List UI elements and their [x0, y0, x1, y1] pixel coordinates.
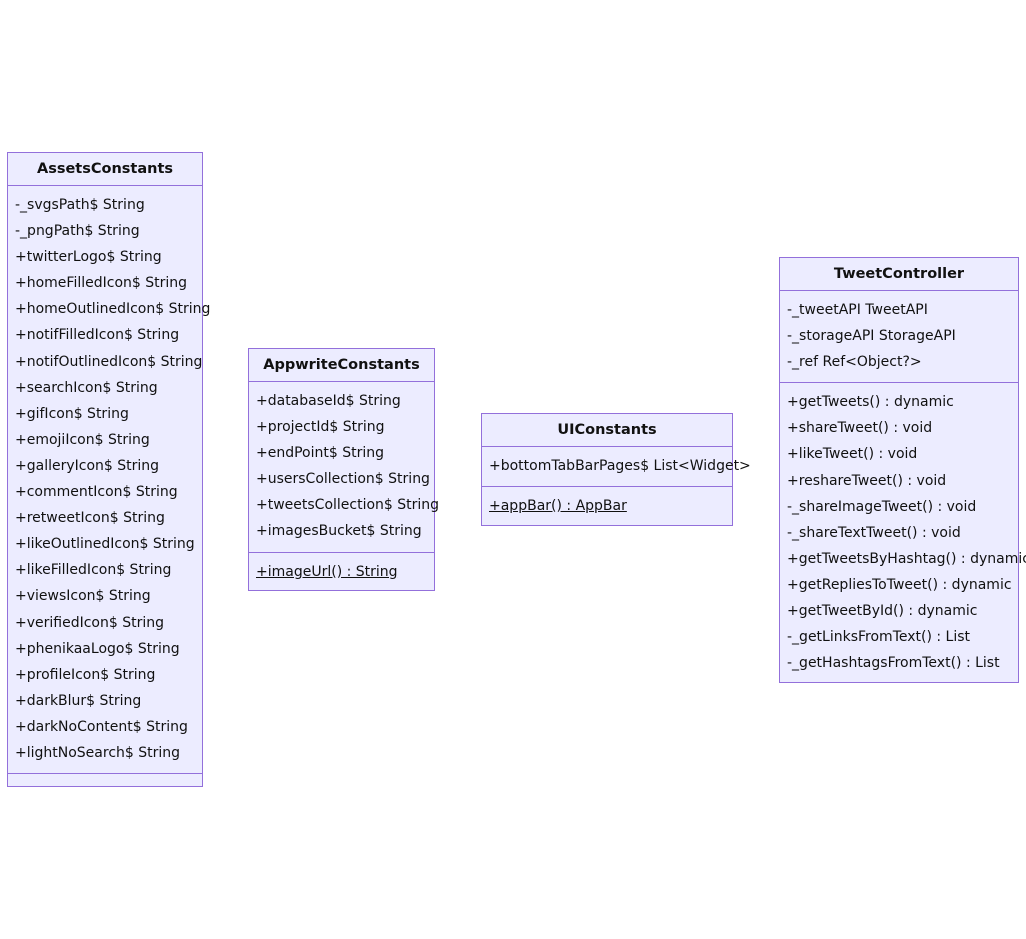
- attribute: +phenikaaLogo$ String: [15, 640, 180, 657]
- method: +getTweetsByHashtag() : dynamic: [787, 550, 1026, 567]
- attribute: +darkBlur$ String: [15, 692, 142, 709]
- class-title: AssetsConstants: [8, 153, 202, 186]
- attribute: +likeOutlinedIcon$ String: [15, 536, 195, 553]
- attribute: +notifFilledIcon$ String: [15, 327, 180, 344]
- attribute: -_pngPath$ String: [15, 223, 140, 240]
- class-title: AppwriteConstants: [249, 349, 434, 382]
- attribute: +verifiedIcon$ String: [15, 614, 164, 631]
- attribute: +commentIcon$ String: [15, 484, 178, 501]
- methods-section: +appBar() : AppBar: [482, 486, 732, 526]
- attribute: +tweetsCollection$ String: [256, 497, 440, 514]
- method: +likeTweet() : void: [787, 446, 918, 463]
- method: +appBar() : AppBar: [489, 498, 627, 515]
- attributes-section: -_svgsPath$ String -_pngPath$ String +tw…: [8, 186, 211, 773]
- method: +getRepliesToTweet() : dynamic: [787, 576, 1012, 593]
- method: -_getLinksFromText() : List: [787, 629, 971, 646]
- attribute: +emojiIcon$ String: [15, 431, 150, 448]
- class-ui-constants: UIConstants +bottomTabBarPages$ List<Wid…: [481, 413, 751, 526]
- attribute: +endPoint$ String: [256, 445, 385, 462]
- attributes-section: +databaseId$ String +projectId$ String +…: [249, 382, 440, 552]
- method: +getTweets() : dynamic: [787, 394, 954, 411]
- attribute: +twitterLogo$ String: [15, 249, 162, 266]
- class-tweet-controller: TweetController -_tweetAPI TweetAPI -_st…: [779, 257, 1026, 683]
- method: +getTweetById() : dynamic: [787, 603, 978, 620]
- method: -_shareTextTweet() : void: [787, 524, 961, 541]
- method: -_shareImageTweet() : void: [787, 498, 977, 515]
- class-title: UIConstants: [482, 414, 732, 447]
- attribute: +imagesBucket$ String: [256, 523, 422, 540]
- attribute: +databaseId$ String: [256, 393, 401, 409]
- attributes-section: +bottomTabBarPages$ List<Widget>: [482, 447, 751, 486]
- attributes-section: -_tweetAPI TweetAPI -_storageAPI Storage…: [780, 291, 1018, 382]
- attribute: +searchIcon$ String: [15, 379, 158, 396]
- method: +reshareTweet() : void: [787, 472, 947, 489]
- attribute: +homeFilledIcon$ String: [15, 275, 188, 292]
- method: -_getHashtagsFromText() : List: [787, 655, 1000, 672]
- class-appwrite-constants: AppwriteConstants +databaseId$ String +p…: [248, 348, 440, 592]
- attribute: +bottomTabBarPages$ List<Widget>: [489, 458, 751, 474]
- attribute: +homeOutlinedIcon$ String: [15, 301, 211, 318]
- attribute: +profileIcon$ String: [15, 666, 156, 683]
- attribute: +gifIcon$ String: [15, 405, 129, 422]
- method: +imageUrl() : String: [256, 563, 398, 580]
- methods-section: [8, 773, 202, 783]
- attribute: +galleryIcon$ String: [15, 457, 160, 474]
- methods-section: +imageUrl() : String: [249, 551, 434, 592]
- attribute: -_tweetAPI TweetAPI: [787, 302, 928, 318]
- attribute: +usersCollection$ String: [256, 471, 430, 488]
- class-title: TweetController: [780, 258, 1018, 291]
- attribute: -_svgsPath$ String: [15, 197, 145, 213]
- class-assets-constants: AssetsConstants -_svgsPath$ String -_png…: [7, 152, 211, 787]
- attribute: -_storageAPI StorageAPI: [787, 328, 956, 345]
- methods-section: +getTweets() : dynamic +shareTweet() : v…: [780, 382, 1026, 683]
- attribute: +likeFilledIcon$ String: [15, 562, 172, 579]
- method: +shareTweet() : void: [787, 420, 933, 437]
- attribute: +viewsIcon$ String: [15, 588, 151, 605]
- attribute: +lightNoSearch$ String: [15, 744, 181, 761]
- attribute: -_ref Ref<Object?>: [787, 354, 922, 371]
- attribute: +darkNoContent$ String: [15, 718, 188, 735]
- attribute: +projectId$ String: [256, 419, 385, 436]
- attribute: +retweetIcon$ String: [15, 510, 165, 527]
- attribute: +notifOutlinedIcon$ String: [15, 353, 203, 370]
